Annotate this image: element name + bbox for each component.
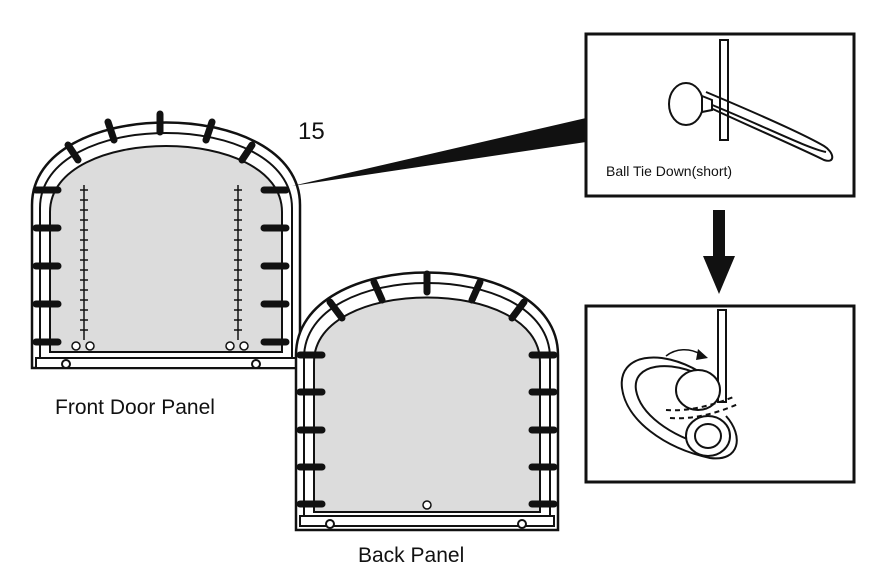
ball-tie-down-label: Ball Tie Down(short)	[606, 163, 733, 179]
back-bottom-rail	[299, 515, 555, 527]
back-tie-downs	[296, 270, 558, 508]
arrow-down-icon	[703, 210, 735, 294]
callout-box-ball-tie-down	[584, 32, 856, 198]
ball-icon	[675, 369, 721, 411]
curved-arrow-icon	[665, 349, 708, 360]
ball-tie-down-icon	[668, 39, 834, 162]
front-door-panel	[30, 110, 302, 370]
strap-loop	[620, 356, 738, 460]
front-zipper-right	[225, 185, 249, 351]
back-panel-label: Back Panel	[358, 544, 465, 567]
front-tie-downs	[32, 110, 290, 346]
back-grommet	[422, 500, 432, 510]
front-feet	[61, 359, 261, 369]
back-feet	[325, 519, 527, 529]
callout-box-installed	[584, 304, 856, 484]
back-panel	[294, 270, 560, 532]
part-number-label: 15	[298, 118, 325, 145]
front-door-panel-label: Front Door Panel	[55, 396, 215, 419]
back-cover	[313, 296, 541, 513]
front-zipper-left	[71, 185, 95, 351]
front-cover	[49, 145, 283, 353]
callout-leader	[292, 118, 586, 186]
